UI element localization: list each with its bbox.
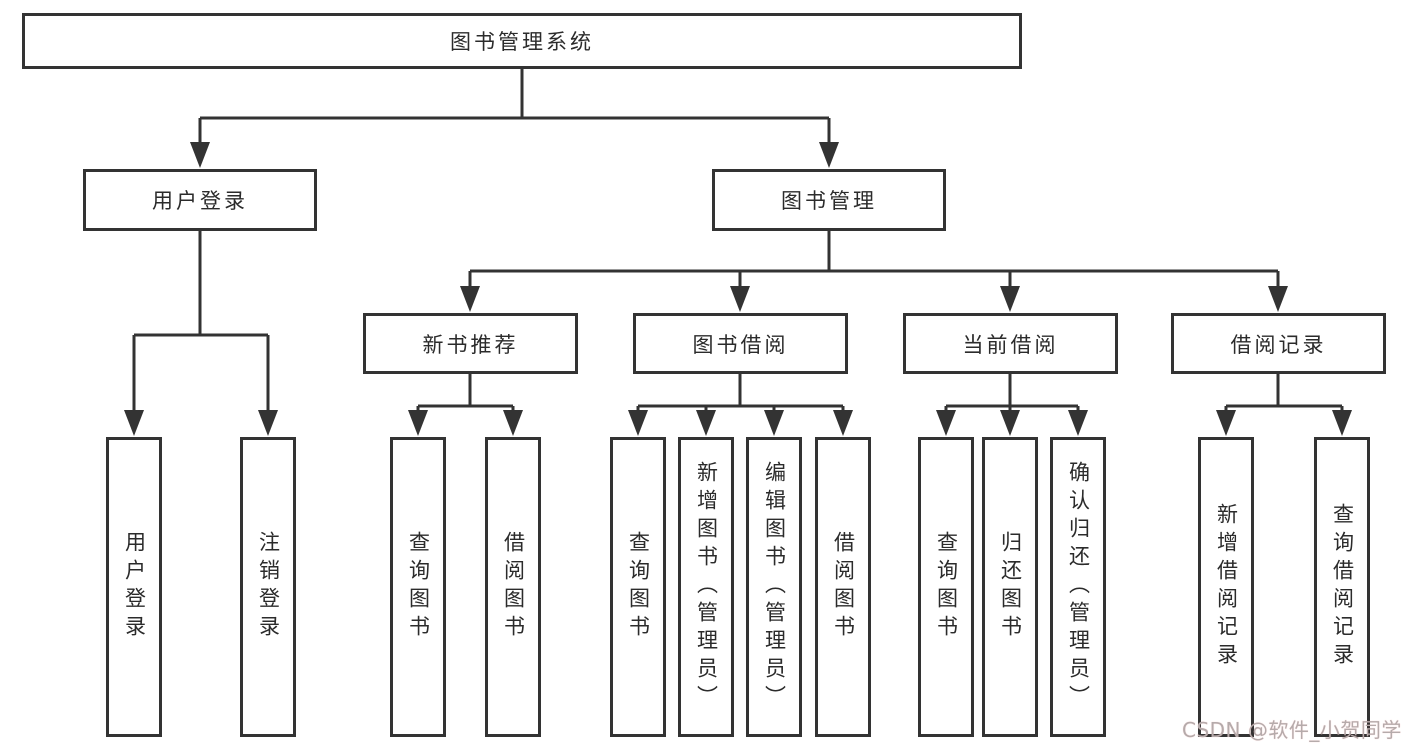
leaf-br-add-record: 新增借阅记录	[1198, 437, 1254, 737]
arrowhead-icon	[936, 410, 956, 436]
arrowhead-icon	[1268, 286, 1288, 312]
arrowhead-icon	[764, 410, 784, 436]
leaf-cb-confirm-return: 确认归还（管理员）	[1050, 437, 1106, 737]
node-book-management: 图书管理	[712, 169, 946, 231]
arrowhead-icon	[1332, 410, 1352, 436]
node-book-borrow: 图书借阅	[633, 313, 848, 374]
arrowhead-icon	[408, 410, 428, 436]
node-current-borrow: 当前借阅	[903, 313, 1118, 374]
arrowhead-icon	[460, 286, 480, 312]
arrowhead-icon	[190, 142, 210, 168]
arrowhead-icon	[696, 410, 716, 436]
arrowhead-icon	[819, 142, 839, 168]
leaf-cb-query-books: 查询图书	[918, 437, 974, 737]
leaf-nb-query-books: 查询图书	[390, 437, 446, 737]
node-user-login: 用户登录	[83, 169, 317, 231]
arrowhead-icon	[1000, 410, 1020, 436]
leaf-nb-borrow-books: 借阅图书	[485, 437, 541, 737]
arrowhead-icon	[258, 410, 278, 436]
leaf-bb-add-books: 新增图书（管理员）	[678, 437, 734, 737]
arrowhead-icon	[730, 286, 750, 312]
leaf-bb-edit-books: 编辑图书（管理员）	[746, 437, 802, 737]
arrowhead-icon	[833, 410, 853, 436]
arrowhead-icon	[124, 410, 144, 436]
csdn-watermark: CSDN @软件_小贺同学	[1182, 718, 1402, 742]
leaf-bb-borrow-books: 借阅图书	[815, 437, 871, 737]
node-borrow-records: 借阅记录	[1171, 313, 1386, 374]
leaf-logout: 注销登录	[240, 437, 296, 737]
arrowhead-icon	[1216, 410, 1236, 436]
arrowhead-icon	[503, 410, 523, 436]
arrowhead-icon	[1000, 286, 1020, 312]
node-new-book-recommend: 新书推荐	[363, 313, 578, 374]
leaf-bb-query-books: 查询图书	[610, 437, 666, 737]
arrowhead-icon	[628, 410, 648, 436]
leaf-br-query-record: 查询借阅记录	[1314, 437, 1370, 737]
arrowhead-icon	[1068, 410, 1088, 436]
node-root: 图书管理系统	[22, 13, 1022, 69]
leaf-user-login: 用户登录	[106, 437, 162, 737]
leaf-cb-return-books: 归还图书	[982, 437, 1038, 737]
